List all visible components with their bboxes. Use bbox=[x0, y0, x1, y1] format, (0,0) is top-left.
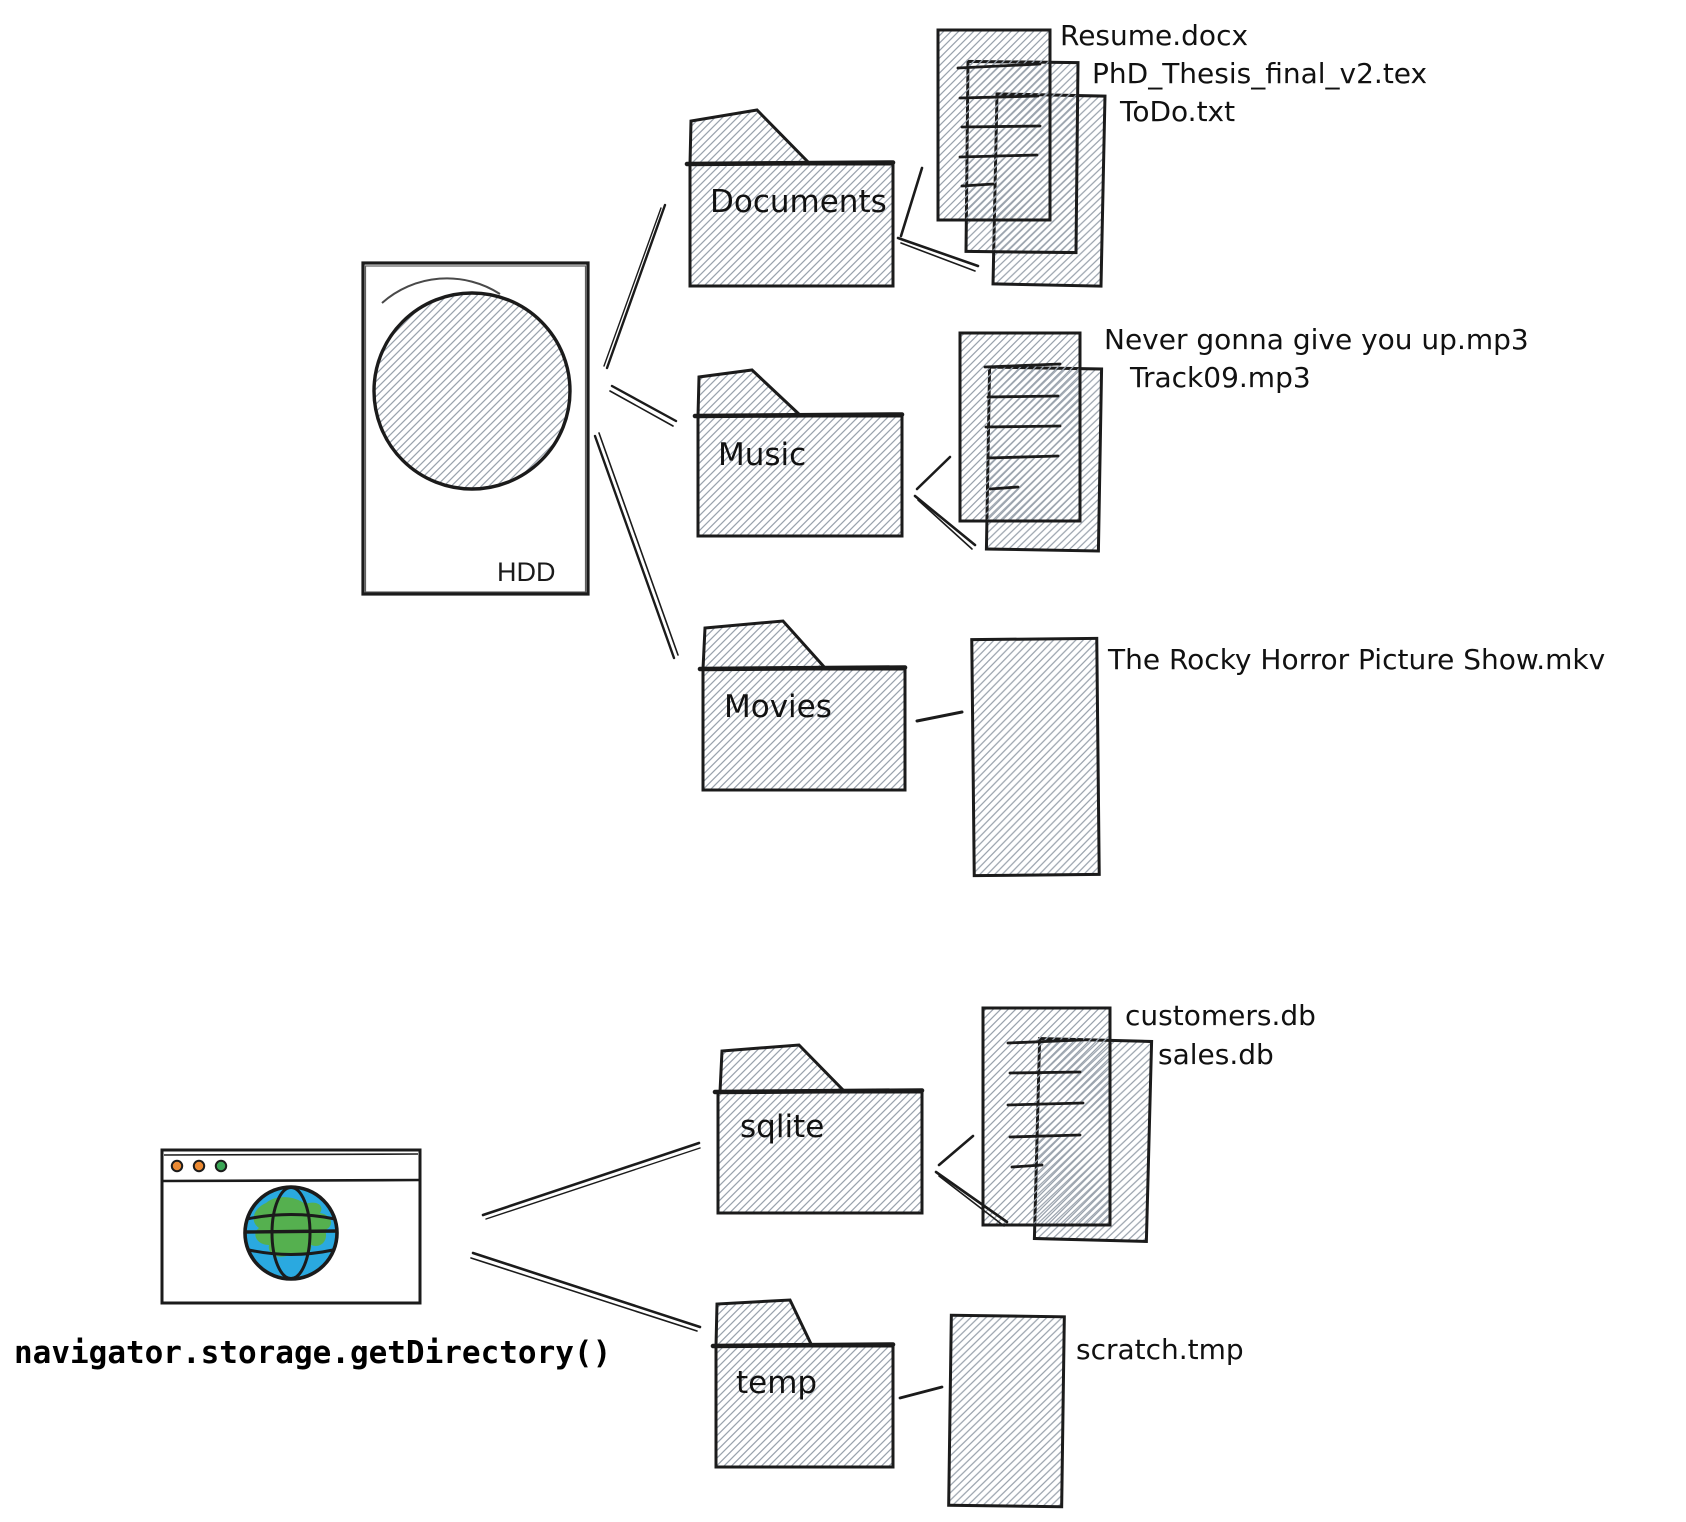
folder-music-shape bbox=[692, 368, 905, 538]
browser-connector-lines bbox=[470, 1141, 702, 1332]
file-label: ToDo.txt bbox=[1120, 95, 1236, 128]
file-label: customers.db bbox=[1125, 999, 1316, 1032]
temp-file-icon bbox=[947, 1313, 1066, 1509]
window-button-icon bbox=[192, 1159, 206, 1173]
documents-file-stack-icon bbox=[936, 28, 1107, 288]
folder-sqlite-shape bbox=[712, 1043, 925, 1215]
file-label: scratch.tmp bbox=[1076, 1333, 1244, 1366]
music-file-stack-icon bbox=[958, 331, 1104, 553]
movies-connector bbox=[915, 710, 964, 723]
folder-music-label: Music bbox=[718, 437, 807, 473]
file-label: Track09.mp3 bbox=[1130, 361, 1311, 394]
sqlite-arrow bbox=[934, 1134, 1009, 1227]
folder-temp-shape bbox=[710, 1298, 896, 1469]
folder-documents-shape bbox=[684, 108, 896, 288]
hdd-connector-lines bbox=[593, 203, 679, 660]
globe-icon bbox=[243, 1185, 339, 1281]
disk-platter-icon bbox=[372, 291, 572, 491]
file-label: sales.db bbox=[1158, 1038, 1274, 1071]
documents-arrow bbox=[896, 166, 980, 272]
file-label: Never gonna give you up.mp3 bbox=[1104, 323, 1529, 356]
api-call-label: navigator.storage.getDirectory() bbox=[14, 1335, 612, 1371]
window-button-icon bbox=[214, 1159, 228, 1173]
hard-drive-icon bbox=[361, 261, 590, 596]
folder-movies-shape bbox=[697, 619, 908, 792]
window-button-icon bbox=[170, 1159, 184, 1173]
folder-documents-label: Documents bbox=[710, 184, 887, 220]
hdd-label: HDD bbox=[497, 557, 556, 587]
folder-temp-label: temp bbox=[736, 1365, 818, 1401]
movies-file-icon bbox=[970, 636, 1101, 878]
temp-connector bbox=[898, 1385, 944, 1400]
file-label: PhD_Thesis_final_v2.tex bbox=[1092, 57, 1428, 90]
browser-window-icon bbox=[160, 1148, 422, 1305]
file-label: The Rocky Horror Picture Show.mkv bbox=[1108, 643, 1606, 676]
folder-movies-label: Movies bbox=[724, 689, 832, 725]
folder-sqlite-label: sqlite bbox=[740, 1109, 825, 1145]
file-label: Resume.docx bbox=[1060, 19, 1249, 52]
sqlite-file-stack-icon bbox=[981, 1006, 1154, 1243]
music-arrow bbox=[913, 455, 977, 550]
